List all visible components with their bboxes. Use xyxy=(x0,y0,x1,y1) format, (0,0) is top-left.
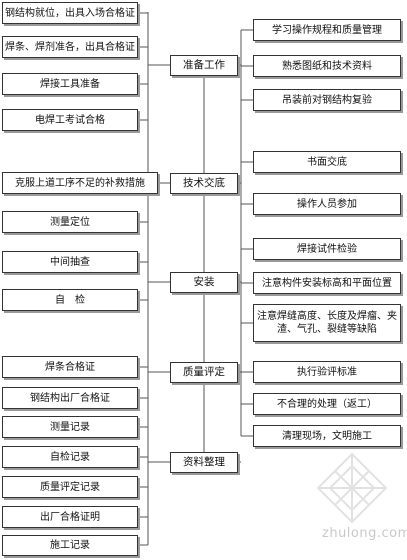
left-box-midway-inspection: 中间抽查 xyxy=(2,251,138,273)
center-step-install: 安装 xyxy=(170,272,238,293)
right-box-weld-defects: 注意焊缝高度、长度及焊瘤、夹渣、气孔、裂缝等缺陷 xyxy=(253,304,401,342)
right-box-learn-procedures: 学习操作规程和质量管理 xyxy=(253,19,401,41)
right-box-elevation-position: 注意构件安装标高和平面位置 xyxy=(253,272,401,294)
left-box-welder-exam: 电焊工考试合格 xyxy=(2,109,138,131)
left-box-welding-rod-prep: 焊条、焊剂准各，出具合格证 xyxy=(2,36,138,58)
left-box-survey-record: 测量记录 xyxy=(2,416,138,438)
right-box-site-cleanup: 清理现场，文明施工 xyxy=(253,425,401,447)
center-step-tech: 技术交底 xyxy=(170,173,238,194)
left-box-welding-tools: 焊接工具准备 xyxy=(2,73,138,95)
left-box-rod-certificate: 焊条合格证 xyxy=(2,356,138,378)
right-box-evaluation-standard: 执行验评标准 xyxy=(253,361,401,383)
left-box-construction-record: 施工记录 xyxy=(2,535,138,556)
right-box-study-drawings: 熟悉图纸和技术资料 xyxy=(253,55,401,77)
left-box-quality-record: 质量评定记录 xyxy=(2,476,138,498)
right-box-weld-test: 焊接试件检验 xyxy=(253,238,401,260)
right-box-rework-handling: 不合理的处理（返工） xyxy=(253,393,401,415)
left-box-survey-positioning: 测量定位 xyxy=(2,211,138,233)
center-step-docs: 资料整理 xyxy=(170,452,238,473)
center-step-quality: 质量评定 xyxy=(170,362,238,383)
watermark-text: zhulong.com xyxy=(322,526,407,541)
left-box-factory-certificate: 钢结构出厂合格证 xyxy=(2,387,138,409)
zhulong-logo-icon xyxy=(316,452,388,524)
center-step-prep: 准备工作 xyxy=(170,55,238,76)
right-box-recheck-before-hoist: 吊装前对钢结构复验 xyxy=(253,89,401,111)
left-box-self-check-record: 自检记录 xyxy=(2,446,138,468)
left-box-steel-arrival: 钢结构就位，出具入场合格证 xyxy=(2,2,138,24)
left-box-factory-proof: 出厂合格证明 xyxy=(2,506,138,528)
left-box-remedial-measures: 克服上道工序不足的补救措施 xyxy=(2,172,158,194)
right-box-written-briefing: 书面交底 xyxy=(253,151,401,173)
right-box-operators-attend: 操作人员参加 xyxy=(253,193,401,215)
left-box-self-inspection: 自 检 xyxy=(2,289,138,311)
